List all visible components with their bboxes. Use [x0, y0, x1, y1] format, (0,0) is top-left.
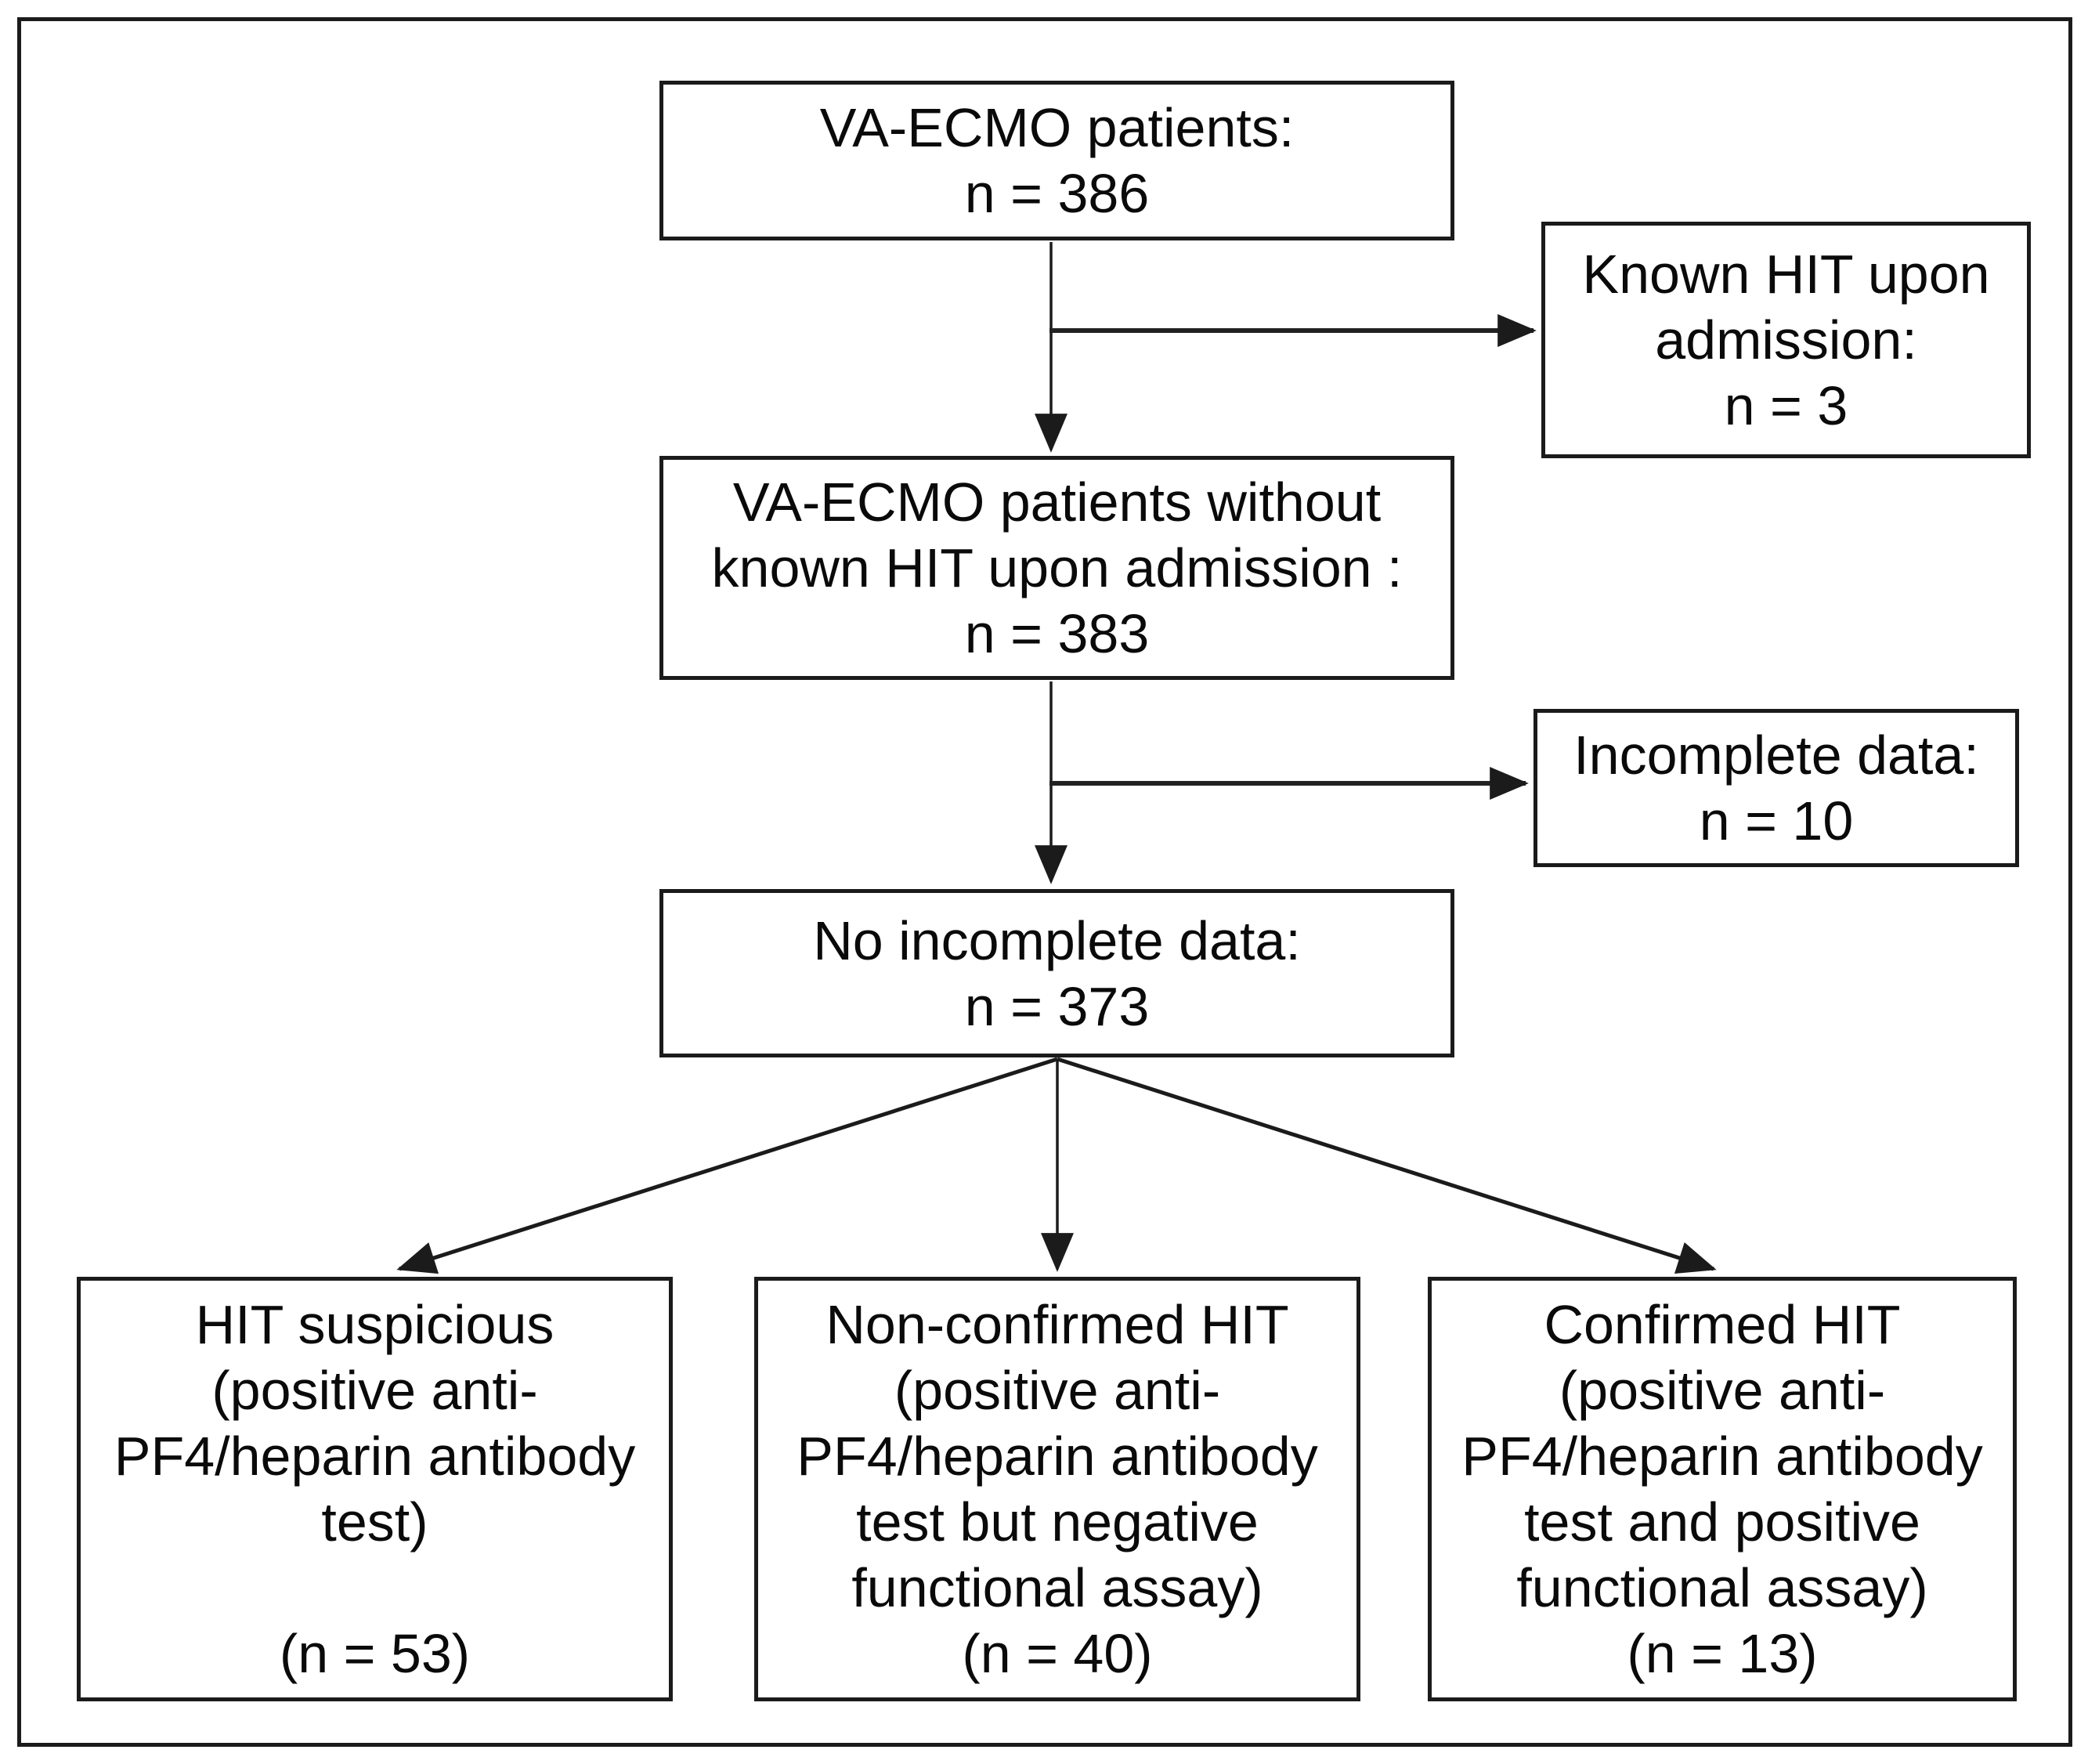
node-line: admission: [1655, 309, 1917, 371]
node-no-known-hit: VA-ECMO patients without known HIT upon … [659, 456, 1454, 680]
node-count: (n = 40) [962, 1623, 1153, 1684]
node-incomplete-data: Incomplete data: n = 10 [1533, 709, 2019, 867]
figure-outer-border [17, 17, 2072, 1747]
node-line: PF4/heparin antibody [1461, 1426, 1983, 1487]
node-line: Non-confirmed HIT [825, 1294, 1289, 1355]
arrow-fan-right-to-confirmed [1057, 1057, 1717, 1274]
node-count: (n = 53) [279, 1623, 471, 1684]
node-line: functional assay) [851, 1557, 1263, 1618]
node-line: VA-ECMO patients without [732, 472, 1382, 533]
node-hit-suspicious: HIT suspicious (positive anti- PF4/hepar… [77, 1277, 673, 1701]
node-count: n = 373 [964, 975, 1150, 1037]
node-count: n = 3 [1724, 375, 1848, 436]
node-line: (positive anti- [211, 1360, 538, 1421]
node-line: functional assay) [1516, 1557, 1928, 1618]
arrow-fan-left-to-suspicious [396, 1057, 1058, 1274]
node-line: Confirmed HIT [1544, 1294, 1901, 1355]
node-va-ecmo-total: VA-ECMO patients: n = 386 [659, 81, 1454, 240]
node-line: Incomplete data: [1573, 725, 1979, 786]
node-count: n = 10 [1699, 790, 1854, 851]
node-line: known HIT upon admission : [711, 537, 1403, 598]
node-line: Known HIT upon [1582, 244, 1990, 305]
node-line: PF4/heparin antibody [797, 1426, 1318, 1487]
node-line: No incomplete data: [813, 909, 1301, 971]
node-line: test but negative [856, 1491, 1259, 1553]
node-line: test and positive [1524, 1491, 1920, 1553]
node-line [367, 1555, 382, 1621]
node-confirmed-hit: Confirmed HIT (positive anti- PF4/hepari… [1428, 1277, 2017, 1701]
node-line: HIT suspicious [195, 1294, 555, 1355]
node-line: test) [321, 1491, 428, 1553]
node-non-confirmed-hit: Non-confirmed HIT (positive anti- PF4/he… [754, 1277, 1360, 1701]
node-known-hit-admission: Known HIT upon admission: n = 3 [1541, 222, 2031, 458]
node-no-incomplete-data: No incomplete data: n = 373 [659, 889, 1454, 1057]
node-count: (n = 13) [1627, 1623, 1818, 1684]
node-line: (positive anti- [1559, 1360, 1886, 1421]
node-count: n = 386 [964, 163, 1150, 224]
node-line: (positive anti- [894, 1360, 1221, 1421]
node-count: n = 383 [964, 603, 1150, 664]
node-line: VA-ECMO patients: [819, 97, 1295, 158]
node-line: PF4/heparin antibody [114, 1426, 636, 1487]
